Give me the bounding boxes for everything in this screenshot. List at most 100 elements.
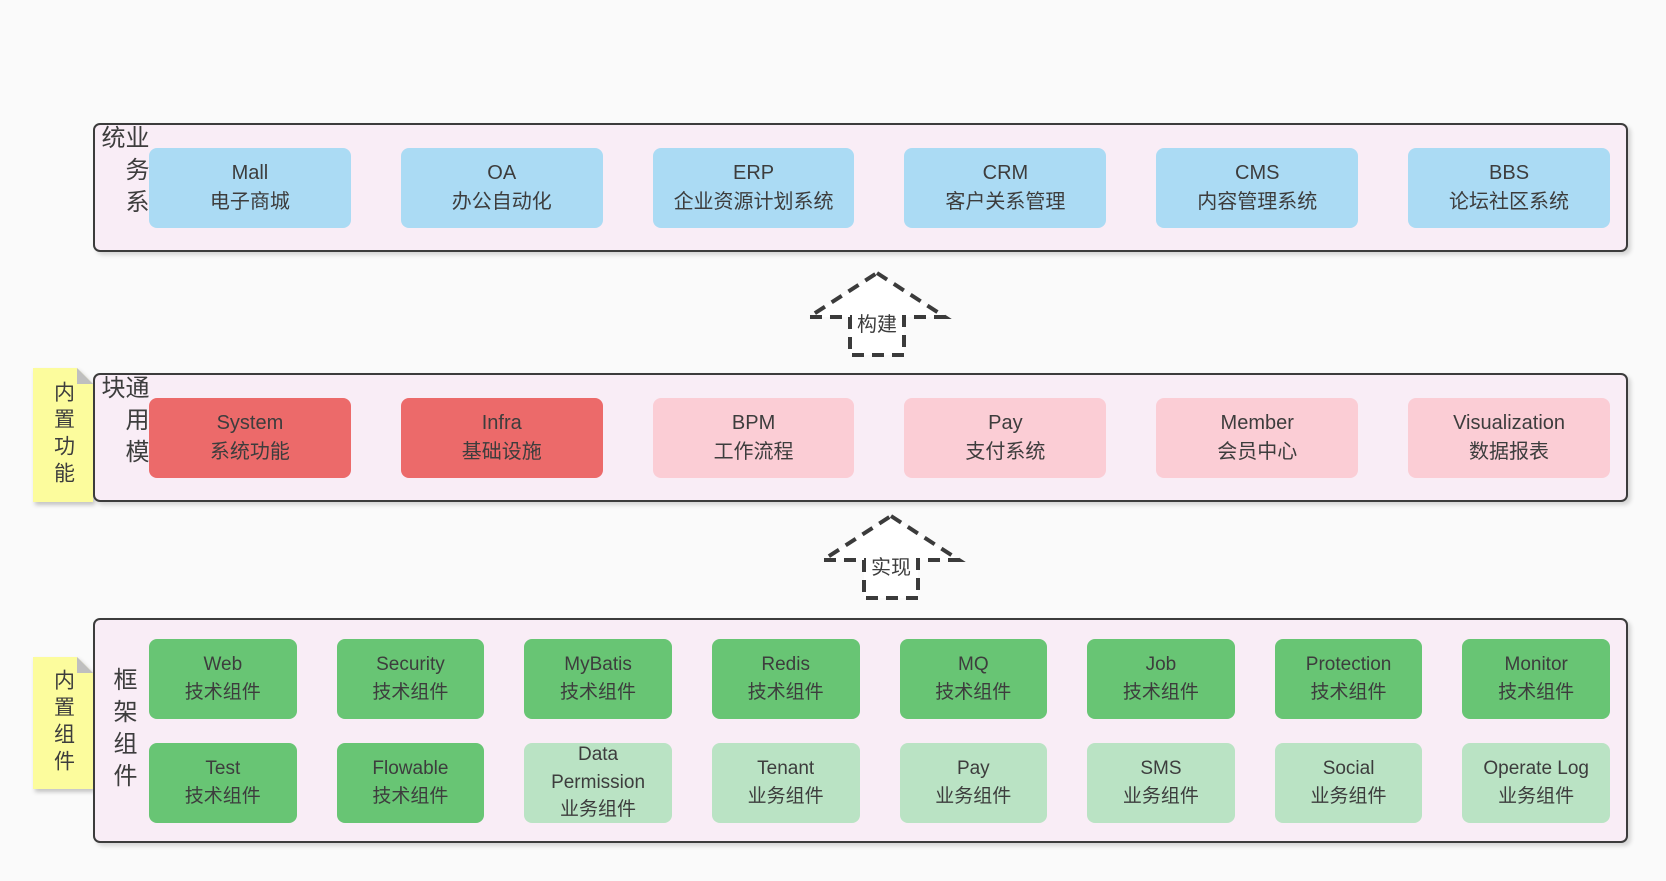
framework-row-1: Web 技术组件 Security 技术组件 MyBatis 技术组件 Redi… [149,638,1610,719]
layer-label-text: 通用模块 [97,375,148,471]
box-title: Security [376,653,445,675]
box-subtitle: 技术组件 [560,681,637,703]
box-subtitle: 工作流程 [713,440,794,463]
box-title: Monitor [1504,653,1568,675]
box-bbs: BBS 论坛社区系统 [1408,147,1610,228]
box-sms: SMS 业务组件 [1087,742,1235,823]
box-pay-component: Pay 业务组件 [899,742,1048,823]
box-data-permission: Data Permission 业务组件 [524,742,672,823]
box-title: CRM [982,161,1029,184]
box-title: Tenant [757,757,815,779]
box-subtitle: 系统功能 [209,440,290,463]
box-title: BBS [1489,161,1530,184]
box-title: Mall [231,161,269,184]
box-title: Data Permission [551,744,646,793]
box-member: Member 会员中心 [1156,397,1359,478]
box-subtitle: 业务组件 [1498,785,1575,807]
layer-common-modules: 通用模块 System 系统功能 Infra 基础设施 BPM 工作流程 Pay… [93,373,1628,502]
sticky-paper: 内置功能 [33,368,93,502]
fold-corner-icon [77,368,93,384]
box-title: Social [1322,757,1375,779]
box-subtitle: 支付系统 [965,440,1046,463]
box-title: Operate Log [1483,757,1589,779]
box-infra: Infra 基础设施 [400,397,603,478]
box-title: Job [1145,653,1177,675]
box-monitor: Monitor 技术组件 [1462,638,1610,719]
box-subtitle: 技术组件 [1310,681,1387,703]
box-social: Social 业务组件 [1274,742,1423,823]
box-title: ERP [733,161,775,184]
box-subtitle: 技术组件 [935,681,1012,703]
sticky-text: 内置功能 [51,381,75,489]
box-subtitle: 电子商城 [209,190,290,213]
box-test: Test 技术组件 [149,742,297,823]
box-subtitle: 企业资源计划系统 [673,190,834,213]
box-subtitle: 技术组件 [184,681,261,703]
box-title: Infra [481,411,522,434]
box-security: Security 技术组件 [336,638,485,719]
box-subtitle: 技术组件 [372,681,449,703]
box-title: Flowable [372,757,449,779]
box-erp: ERP 企业资源计划系统 [652,147,855,228]
box-system: System 系统功能 [149,397,351,478]
box-title: CMS [1235,161,1280,184]
box-mybatis: MyBatis 技术组件 [524,638,672,719]
box-title: MyBatis [564,653,632,675]
box-title: Protection [1305,653,1392,675]
box-subtitle: 业务组件 [560,799,637,821]
box-subtitle: 技术组件 [747,681,824,703]
box-subtitle: 技术组件 [184,785,261,807]
box-subtitle: 技术组件 [1122,681,1199,703]
box-title: Web [203,653,243,675]
box-title: MQ [958,653,989,675]
box-mq: MQ 技术组件 [899,638,1048,719]
box-title: SMS [1140,757,1182,779]
box-flowable: Flowable 技术组件 [336,742,485,823]
box-subtitle: 内容管理系统 [1197,190,1318,213]
box-title: OA [487,161,517,184]
sticky-note-built-in-features: 内置功能 [33,368,93,502]
layer-label-framework: 框架组件 [95,620,149,841]
layer-label-business: 业务系统 [95,125,149,250]
box-subtitle: 数据报表 [1469,440,1550,463]
box-title: Redis [761,653,810,675]
box-subtitle: 技术组件 [372,785,449,807]
box-mall: Mall 电子商城 [149,147,351,228]
arrow-implement: 实现 [816,513,966,601]
box-title: BPM [731,411,776,434]
arrow-implement-label: 实现 [868,555,914,581]
box-job: Job 技术组件 [1087,638,1235,719]
box-crm: CRM 客户关系管理 [904,147,1107,228]
layer-label-text: 业务系统 [97,125,148,221]
box-title: Pay [988,411,1023,434]
box-title: Pay [956,757,990,779]
box-web: Web 技术组件 [149,638,297,719]
box-title: Member [1220,411,1294,434]
box-redis: Redis 技术组件 [711,638,860,719]
business-boxes-row: Mall 电子商城 OA 办公自动化 ERP 企业资源计划系统 CRM 客户关系… [149,125,1626,250]
box-subtitle: 业务组件 [1310,785,1387,807]
box-bpm: BPM 工作流程 [652,397,855,478]
box-operate-log: Operate Log 业务组件 [1462,742,1610,823]
box-subtitle: 客户关系管理 [945,190,1066,213]
sticky-paper: 内置组件 [33,657,93,789]
box-protection: Protection 技术组件 [1274,638,1423,719]
box-title: Visualization [1453,411,1566,434]
arrow-build: 构建 [802,270,952,358]
sticky-text: 内置组件 [51,669,75,777]
box-pay-module: Pay 支付系统 [904,397,1107,478]
box-subtitle: 论坛社区系统 [1449,190,1570,213]
arrow-build-label: 构建 [854,312,900,338]
box-cms: CMS 内容管理系统 [1156,147,1359,228]
box-subtitle: 技术组件 [1498,681,1575,703]
framework-boxes-rows: Web 技术组件 Security 技术组件 MyBatis 技术组件 Redi… [149,620,1626,841]
fold-corner-icon [77,657,93,673]
box-subtitle: 业务组件 [1122,785,1199,807]
box-oa: OA 办公自动化 [400,147,603,228]
box-tenant: Tenant 业务组件 [711,742,860,823]
framework-row-2: Test 技术组件 Flowable 技术组件 Data Permission … [149,742,1610,823]
layer-business-systems: 业务系统 Mall 电子商城 OA 办公自动化 ERP 企业资源计划系统 CRM… [93,123,1628,252]
box-subtitle: 业务组件 [747,785,824,807]
layer-label-text: 框架组件 [109,666,136,795]
